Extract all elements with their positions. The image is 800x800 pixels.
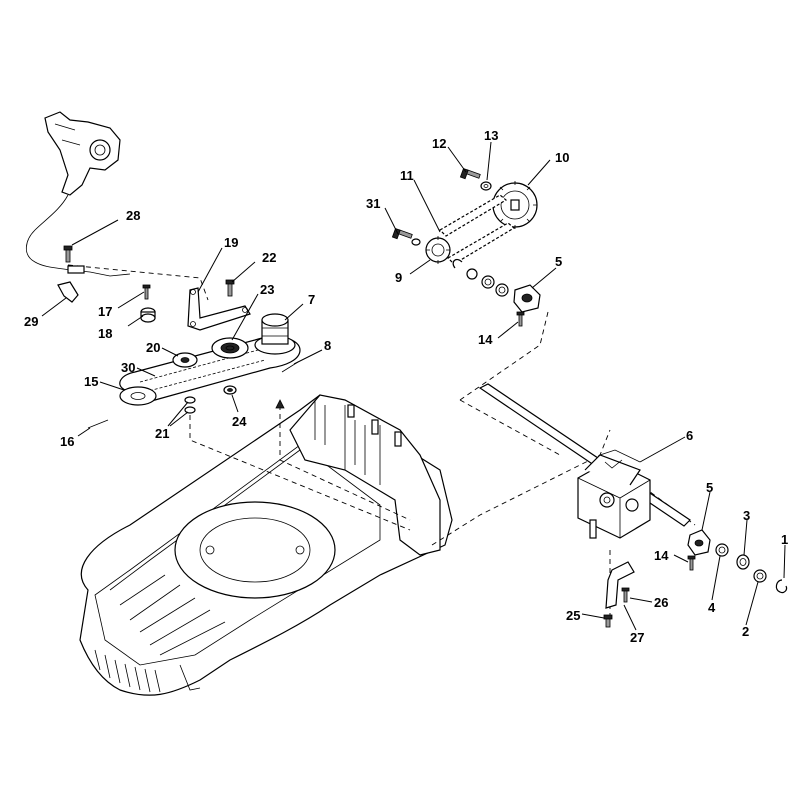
pulley-15 — [119, 386, 157, 406]
label-15: 15 — [84, 374, 98, 389]
screw-26 — [621, 587, 630, 603]
label-9: 9 — [395, 270, 402, 285]
washer-4 — [715, 543, 729, 557]
screw-14-right — [687, 555, 696, 571]
label-2: 2 — [742, 624, 749, 639]
label-26: 26 — [654, 595, 668, 610]
label-4: 4 — [708, 600, 716, 615]
pulley-23 — [211, 337, 249, 359]
chain-drive-parts — [452, 258, 509, 297]
label-23: 23 — [260, 282, 274, 297]
washer-2 — [753, 569, 767, 583]
bolt-12 — [459, 168, 481, 180]
label-29: 29 — [24, 314, 38, 329]
sprocket-10 — [492, 181, 538, 229]
label-31: 31 — [366, 196, 380, 211]
label-14-right: 14 — [654, 548, 669, 563]
bracket-27 — [605, 561, 635, 609]
part-labels: 28 29 19 22 17 18 23 7 8 20 30 15 21 24 … — [24, 128, 788, 645]
control-lever — [25, 111, 131, 303]
label-27: 27 — [630, 630, 644, 645]
label-14-top: 14 — [478, 332, 493, 347]
label-6: 6 — [686, 428, 693, 443]
gearbox-6 — [577, 449, 651, 539]
label-24: 24 — [232, 414, 247, 429]
washer-3 — [736, 554, 750, 570]
mower-deck — [79, 394, 453, 696]
bushing-18 — [140, 307, 156, 323]
label-30: 30 — [121, 360, 135, 375]
label-5-top: 5 — [555, 254, 562, 269]
chain-11 — [439, 194, 516, 265]
screw-17 — [142, 284, 151, 300]
label-13: 13 — [484, 128, 498, 143]
label-5-right: 5 — [706, 480, 713, 495]
screw-28 — [63, 245, 73, 263]
pulley-7 — [254, 313, 296, 355]
label-1: 1 — [781, 532, 788, 547]
nut-24 — [223, 385, 237, 395]
clip-1 — [775, 579, 788, 594]
bearing-5-top — [513, 284, 541, 313]
sprocket-9 — [425, 236, 451, 264]
screw-14-top — [516, 311, 525, 327]
label-11: 11 — [400, 168, 414, 183]
label-18: 18 — [98, 326, 112, 341]
bolt-31 — [391, 228, 421, 246]
label-16: 16 — [60, 434, 74, 449]
label-21: 21 — [155, 426, 169, 441]
washer-13 — [480, 181, 492, 191]
label-19: 19 — [224, 235, 238, 250]
label-28: 28 — [126, 208, 140, 223]
label-7: 7 — [308, 292, 315, 307]
screw-22 — [225, 279, 235, 297]
label-10: 10 — [555, 150, 569, 165]
pulley-20 — [172, 352, 198, 368]
label-12: 12 — [432, 136, 446, 151]
pin-16 — [87, 419, 109, 429]
arrow-up — [275, 399, 285, 409]
label-22: 22 — [262, 250, 276, 265]
lever-bracket-19 — [187, 287, 251, 331]
washer-21 — [184, 396, 196, 414]
label-25: 25 — [566, 608, 580, 623]
bearing-5-right — [687, 529, 711, 556]
label-17: 17 — [98, 304, 112, 319]
leader-lines — [41, 141, 786, 631]
label-20: 20 — [146, 340, 160, 355]
label-8: 8 — [324, 338, 331, 353]
label-3: 3 — [743, 508, 750, 523]
screw-25 — [603, 614, 613, 628]
